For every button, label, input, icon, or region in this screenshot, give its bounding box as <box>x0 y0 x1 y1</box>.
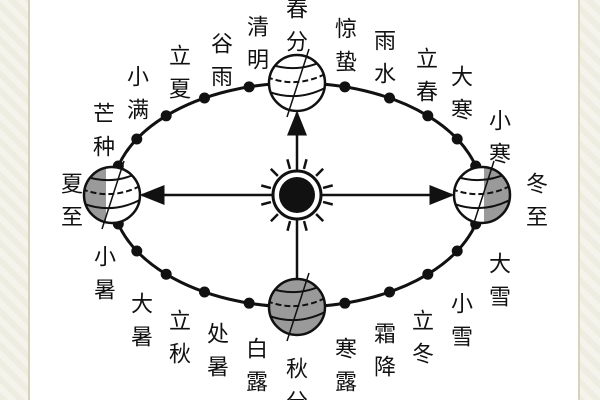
term-label-char: 小 <box>127 66 149 91</box>
term-dot <box>131 245 143 257</box>
term-label: 立秋 <box>169 310 191 368</box>
term-label-char: 白 <box>246 338 268 363</box>
term-label-char: 雪 <box>489 286 511 311</box>
term-label-char: 露 <box>335 371 357 396</box>
term-label-char: 满 <box>127 99 149 124</box>
term-label-char: 谷 <box>211 33 233 58</box>
term-label: 夏至 <box>61 173 83 231</box>
term-label-char: 雪 <box>451 326 473 351</box>
term-label-char: 寒 <box>451 99 473 124</box>
term-label: 白露 <box>246 338 268 396</box>
term-dot <box>199 286 210 298</box>
term-dot <box>384 92 395 104</box>
term-label-char: 清 <box>247 16 269 41</box>
term-label: 立春 <box>416 48 438 106</box>
globe-icon <box>267 272 327 342</box>
term-dot <box>422 110 434 122</box>
term-label-char: 立 <box>416 48 438 73</box>
term-label-char: 大 <box>489 253 511 278</box>
term-dot <box>339 81 351 93</box>
term-dot <box>160 268 172 280</box>
term-label: 谷雨 <box>211 33 233 91</box>
term-label-char: 暑 <box>207 356 229 381</box>
term-label-char: 分 <box>286 391 308 400</box>
term-label-char: 至 <box>526 206 548 231</box>
term-label-char: 处 <box>207 323 229 348</box>
term-label: 大暑 <box>131 293 153 351</box>
term-label-char: 春 <box>416 81 438 106</box>
term-label: 春分 <box>286 0 308 56</box>
term-label-char: 冬 <box>526 173 548 198</box>
term-label: 大寒 <box>451 66 473 124</box>
term-label-char: 立 <box>169 310 191 335</box>
term-label-char: 暑 <box>131 326 153 351</box>
term-label-char: 小 <box>489 110 511 135</box>
term-label: 立夏 <box>169 45 191 103</box>
term-label: 小暑 <box>94 246 116 304</box>
term-dot <box>339 297 351 309</box>
term-label: 冬至 <box>526 173 548 231</box>
term-label: 小满 <box>127 66 149 124</box>
term-label-char: 冬 <box>412 343 434 368</box>
term-label: 秋分 <box>286 358 308 400</box>
term-label-char: 立 <box>169 45 191 70</box>
term-label: 大雪 <box>489 253 511 311</box>
term-label-char: 夏 <box>61 173 83 198</box>
term-label-char: 寒 <box>489 143 511 168</box>
term-label-char: 雨 <box>211 66 233 91</box>
term-dot <box>243 297 255 309</box>
term-label-char: 蛰 <box>335 51 357 76</box>
term-dot <box>451 245 463 257</box>
term-dot <box>160 110 172 122</box>
term-label-char: 雨 <box>374 30 396 55</box>
term-label-char: 小 <box>451 293 473 318</box>
term-label-char: 降 <box>374 356 396 381</box>
term-label: 惊蛰 <box>335 18 357 76</box>
term-label-char: 春 <box>286 0 308 23</box>
term-label-char: 惊 <box>335 18 357 43</box>
term-label: 雨水 <box>374 30 396 88</box>
term-label-char: 芒 <box>93 103 115 128</box>
term-label: 芒种 <box>93 103 115 161</box>
term-label-char: 明 <box>247 49 269 74</box>
globe-icon <box>82 160 142 230</box>
sun-icon <box>260 158 334 232</box>
term-label-char: 寒 <box>335 338 357 363</box>
term-dot <box>384 286 395 298</box>
globe-icon <box>452 160 512 230</box>
term-label: 立冬 <box>412 310 434 368</box>
globe-icon <box>267 48 327 118</box>
term-label-char: 小 <box>94 246 116 271</box>
term-label: 清明 <box>247 16 269 74</box>
term-label-char: 夏 <box>169 78 191 103</box>
term-dot <box>422 268 434 280</box>
term-label-char: 分 <box>286 31 308 56</box>
term-dot <box>199 92 210 104</box>
term-label: 霜降 <box>374 323 396 381</box>
term-label-char: 立 <box>412 310 434 335</box>
term-label-char: 秋 <box>286 358 308 383</box>
term-label-char: 大 <box>131 293 153 318</box>
term-label: 小寒 <box>489 110 511 168</box>
term-label-char: 水 <box>374 63 396 88</box>
term-label-char: 至 <box>61 206 83 231</box>
term-label-char: 霜 <box>374 323 396 348</box>
term-label: 小雪 <box>451 293 473 351</box>
term-dot <box>243 81 255 93</box>
term-label-char: 种 <box>93 136 115 161</box>
term-label-char: 露 <box>246 371 268 396</box>
term-label: 处暑 <box>207 323 229 381</box>
term-dot <box>131 133 143 145</box>
term-label-char: 大 <box>451 66 473 91</box>
term-dot <box>451 133 463 145</box>
term-label-char: 暑 <box>94 279 116 304</box>
term-label: 寒露 <box>335 338 357 396</box>
term-label-char: 秋 <box>169 343 191 368</box>
